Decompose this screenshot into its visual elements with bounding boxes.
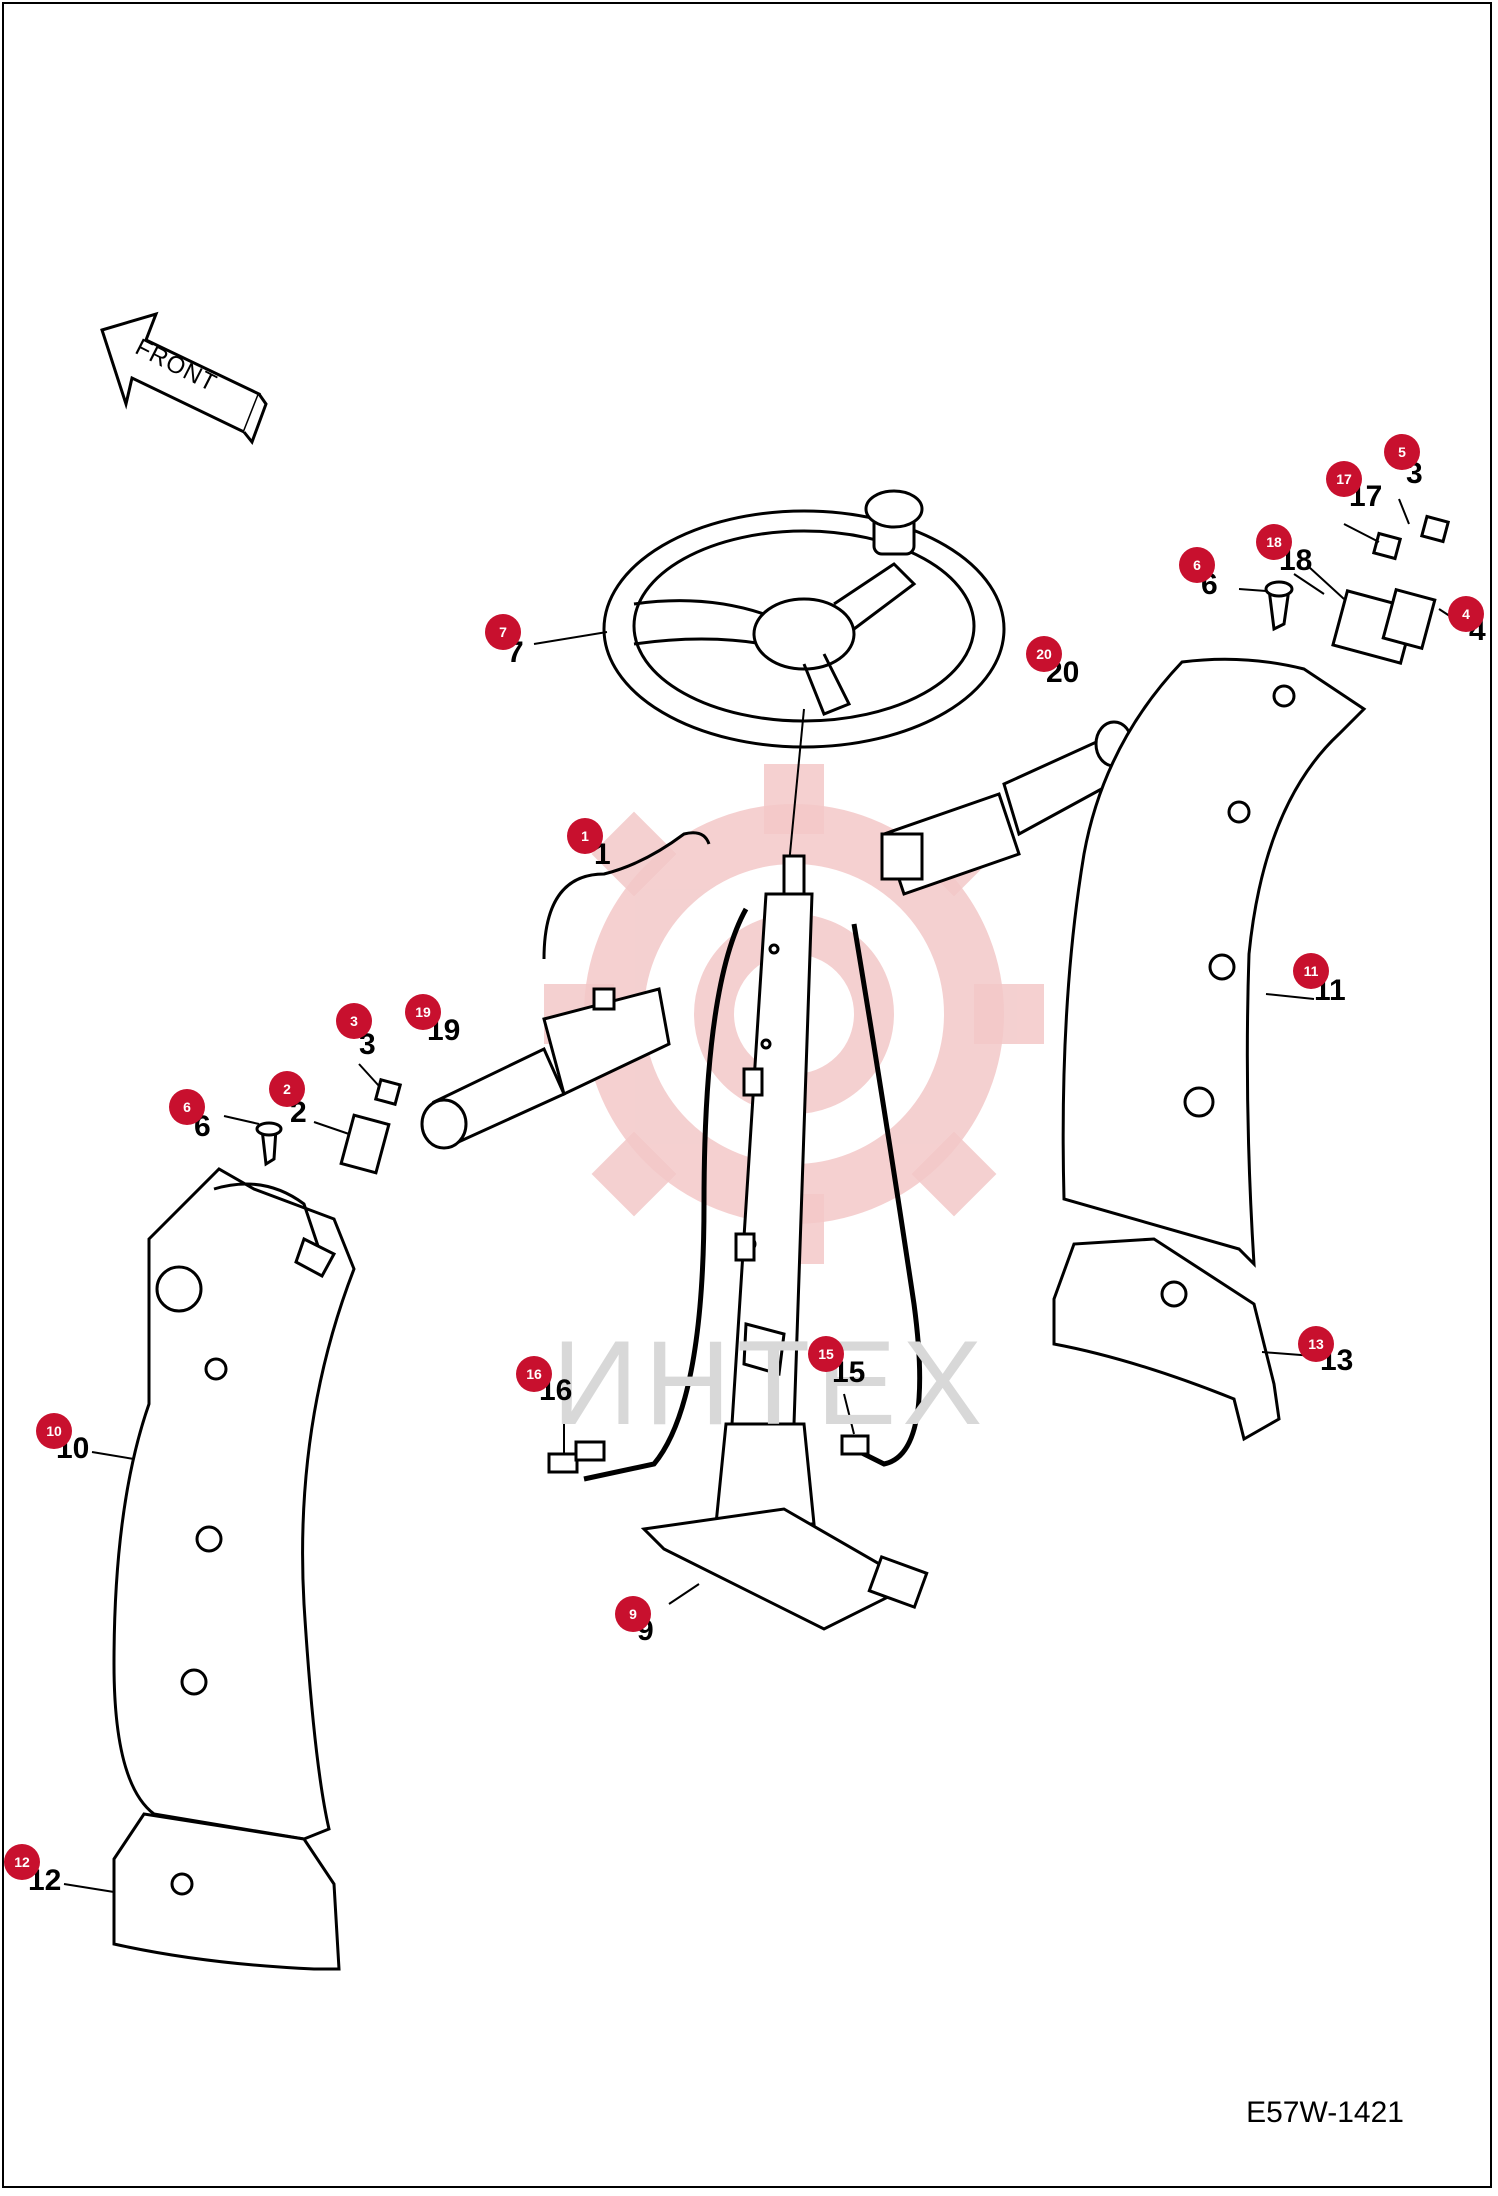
callout-badge: 13 [1298, 1326, 1334, 1362]
callout-badge: 3 [336, 1003, 372, 1039]
switch-lever-left [420, 987, 671, 1150]
callout-badge: 19 [405, 994, 441, 1030]
callout-badge: 7 [485, 614, 521, 650]
callout-badge: 15 [808, 1336, 844, 1372]
callout-badge: 6 [1179, 547, 1215, 583]
callout-badge: 12 [4, 1844, 40, 1880]
right-small-parts [1264, 514, 1451, 665]
callout-badge: 11 [1293, 953, 1329, 989]
watermark-text: ИНТЕХ [552, 1316, 989, 1450]
switch-lever-right [880, 720, 1134, 896]
callout-badge: 4 [1448, 596, 1484, 632]
steering-wheel [602, 489, 1006, 749]
callout-badge: 18 [1256, 524, 1292, 560]
connectors [547, 1434, 870, 1474]
part-number: 3 [359, 1028, 376, 1061]
callout-badge: 9 [615, 1596, 651, 1632]
leader-lines [63, 498, 1463, 1893]
callout-badge: 20 [1026, 636, 1062, 672]
callout-badge: 10 [36, 1413, 72, 1449]
left-column-cover [112, 1167, 356, 1841]
callout-badge: 2 [269, 1071, 305, 1107]
drawing-code: E57W-1421 [1246, 2096, 1404, 2129]
wiring-harness [583, 907, 923, 1482]
callout-badge: 16 [516, 1356, 552, 1392]
callout-badge: 6 [169, 1089, 205, 1125]
callout-badge: 5 [1384, 434, 1420, 470]
exploded-view-drawing [63, 311, 1463, 1971]
callout-badge: 17 [1326, 461, 1362, 497]
right-column-cover [1061, 657, 1367, 1268]
part-1-brace [542, 831, 711, 960]
left-base-cover [112, 1812, 341, 1971]
right-base-cover [1052, 1237, 1281, 1442]
front-arrow [100, 311, 268, 446]
left-small-parts [255, 1077, 403, 1175]
callout-badge: 1 [567, 818, 603, 854]
steering-column [640, 708, 929, 1631]
